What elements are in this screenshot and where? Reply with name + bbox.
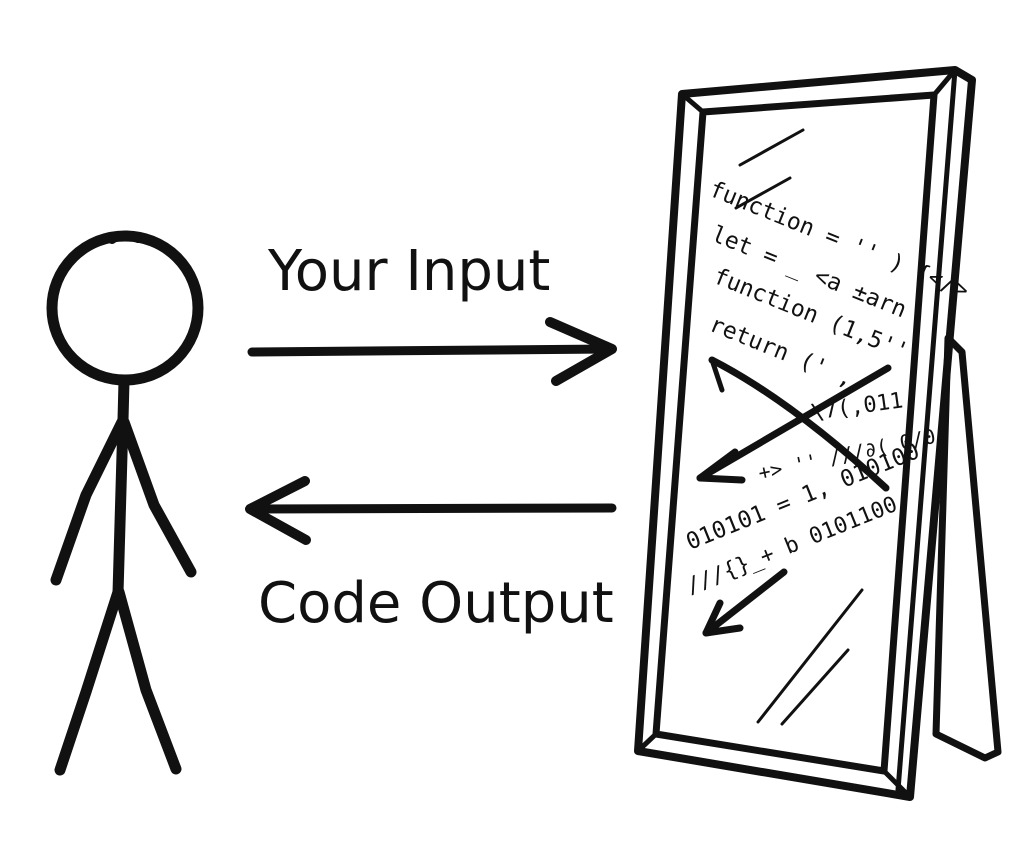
arrow-left-icon [245, 476, 617, 545]
input-label: Your Input [267, 239, 550, 304]
output-label: Code Output [258, 571, 614, 636]
mirror-stand [932, 334, 1002, 762]
mirror-arrow-icon [702, 568, 788, 637]
arrow-right-icon [247, 317, 617, 386]
stick-figure-right-leg [113, 586, 182, 775]
mirror-arrow-icon [696, 364, 892, 484]
stick-figure-head [46, 230, 204, 386]
stick-figure-left-arm [50, 416, 128, 586]
stick-figure-right-arm [118, 416, 197, 578]
standing-mirror-icon: function = '' ) {</> let = _ <a ±arn fun… [634, 66, 1002, 801]
mirror-arrow-icon [708, 356, 890, 492]
stick-figure-hair [108, 231, 142, 244]
stick-figure-left-leg [54, 586, 124, 776]
stick-figure-neck-torso [112, 375, 130, 599]
stick-figure-icon [46, 230, 204, 776]
